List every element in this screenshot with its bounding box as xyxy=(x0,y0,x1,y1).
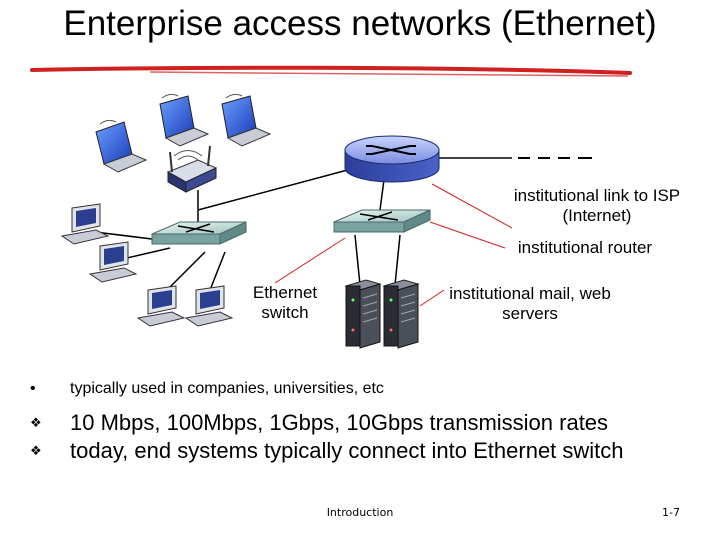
bullet-marker: ❖ xyxy=(30,415,42,430)
server-icon xyxy=(344,279,382,349)
label-isp-link: institutional link to ISP (Internet) xyxy=(513,186,681,225)
switch-icon-right xyxy=(333,209,431,233)
label-switch: Ethernet switch xyxy=(252,283,318,322)
wireless-access-point-icon xyxy=(166,145,218,193)
switch-icon-left xyxy=(151,221,247,245)
bullet-item: • typically used in companies, universit… xyxy=(30,378,384,400)
network-links xyxy=(94,157,512,293)
bullet-text: today, end systems typically connect int… xyxy=(70,438,624,463)
callout-lines xyxy=(274,183,513,307)
label-servers: institutional mail, web servers xyxy=(449,284,611,323)
desktop-pc-icon xyxy=(60,203,110,245)
bullet-text: 10 Mbps, 100Mbps, 1Gbps, 10Gbps transmis… xyxy=(70,410,609,435)
laptop-icon xyxy=(221,93,272,147)
server-icon xyxy=(382,279,420,349)
label-router: institutional router xyxy=(517,238,653,257)
bullet-marker: ❖ xyxy=(30,443,42,458)
router-icon xyxy=(344,135,440,183)
network-diagram xyxy=(60,93,592,349)
slide-title: Enterprise access networks (Ethernet) xyxy=(63,4,657,43)
desktop-pc-icon xyxy=(136,285,186,327)
bullet-marker: • xyxy=(30,380,36,397)
bullet-text: typically used in companies, universitie… xyxy=(70,380,384,397)
desktop-pc-icon xyxy=(184,285,234,327)
title-underline xyxy=(30,65,632,77)
footer-page-number: 1-7 xyxy=(662,506,680,519)
bullet-item: ❖ 10 Mbps, 100Mbps, 1Gbps, 10Gbps transm… xyxy=(30,410,608,436)
desktop-pc-icon xyxy=(88,241,138,283)
footer-section: Introduction xyxy=(326,506,394,519)
bullet-item: ❖ today, end systems typically connect i… xyxy=(30,438,650,464)
laptop-icon xyxy=(95,119,148,173)
laptop-icon xyxy=(159,93,210,147)
